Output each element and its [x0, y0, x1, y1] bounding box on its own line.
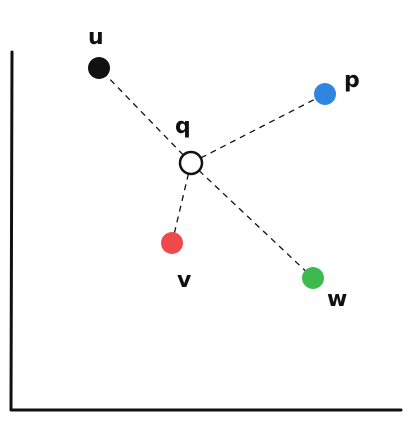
point-q — [178, 150, 204, 176]
label-q: q — [175, 114, 191, 139]
label-v: v — [177, 268, 192, 293]
label-p: p — [344, 68, 360, 93]
point-w — [302, 267, 324, 289]
label-w: w — [327, 287, 347, 312]
axes — [9, 50, 403, 412]
point-u — [88, 57, 110, 79]
label-u: u — [88, 25, 104, 50]
point-p — [314, 83, 336, 105]
link-q-v — [171, 162, 192, 244]
link-q-p — [190, 93, 326, 164]
link-q-w — [190, 162, 314, 279]
link-q-u — [98, 67, 192, 164]
point-v — [161, 232, 183, 254]
